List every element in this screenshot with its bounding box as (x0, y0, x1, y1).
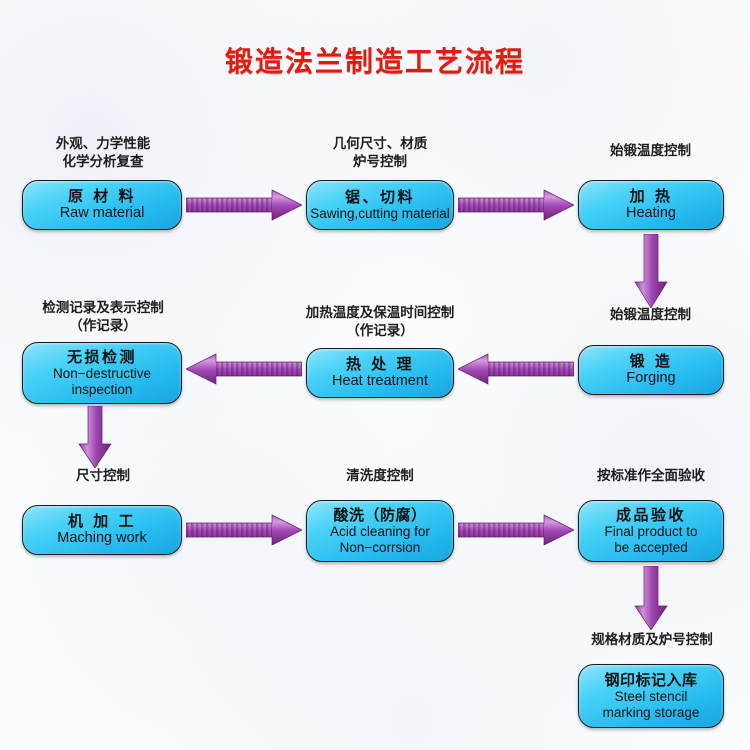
node-label-cn-raw-material: 原 材 料 (68, 187, 136, 206)
node-maching-work[interactable]: 机 加 工 Maching work (22, 505, 182, 555)
node-label-en-steel-stencil: Steel stencil marking storage (602, 688, 700, 721)
node-heat-treatment[interactable]: 热 处 理 Heat treatment (306, 348, 454, 398)
caption-sawing-cutting: 几何尺寸、材质 炉号控制 (332, 136, 428, 170)
caption-heating: 始锻温度控制 (610, 143, 691, 159)
node-label-en-maching-work: Maching work (57, 530, 147, 547)
node-label-cn-steel-stencil: 钢印标记入库 (604, 670, 698, 689)
node-label-cn-acid-cleaning: 酸洗（防腐） (333, 505, 427, 524)
node-label-cn-heat-treatment: 热 处 理 (346, 355, 414, 374)
arrow-non-destructive-inspection-to-maching-work (77, 406, 113, 468)
node-label-en-acid-cleaning: Acid cleaning for Non−corrsion (330, 523, 430, 556)
caption-acid-cleaning: 清洗度控制 (346, 468, 414, 484)
arrow-heating-to-forging (633, 234, 669, 308)
node-label-en-heat-treatment: Heat treatment (332, 373, 428, 390)
node-non-destructive-inspection[interactable]: 无损检测 Non−destructive inspection (22, 342, 182, 404)
caption-heat-treatment: 加热温度及保温时间控制 （作记录） (305, 305, 455, 339)
caption-forging: 始锻温度控制 (610, 307, 691, 323)
node-final-product[interactable]: 成品验收 Final product to be accepted (578, 500, 724, 562)
caption-final-product: 按标准作全面验收 (597, 468, 705, 484)
node-label-cn-final-product: 成品验收 (615, 505, 686, 524)
node-label-cn-sawing-cutting: 锯、切料 (344, 187, 415, 206)
arrow-heat-treatment-to-non-destructive-inspection (186, 352, 302, 386)
node-forging[interactable]: 锻 造 Forging (578, 345, 724, 395)
node-label-cn-forging: 锻 造 (629, 352, 673, 371)
node-label-en-final-product: Final product to be accepted (604, 523, 698, 556)
arrow-forging-to-heat-treatment (458, 352, 574, 386)
node-label-en-heating: Heating (626, 205, 676, 222)
caption-raw-material: 外观、力学性能 化学分析复查 (55, 136, 151, 170)
node-label-en-sawing-cutting: Sawing,cutting material (310, 206, 450, 222)
node-label-en-forging: Forging (626, 370, 676, 387)
diagram-title: 锻造法兰制造工艺流程 (224, 45, 525, 78)
node-label-en-non-destructive-inspection: Non−destructive inspection (53, 365, 151, 398)
arrow-acid-cleaning-to-final-product (458, 513, 574, 547)
node-label-cn-non-destructive-inspection: 无损检测 (66, 347, 137, 366)
node-sawing-cutting[interactable]: 锯、切料 Sawing,cutting material (306, 180, 454, 230)
arrow-raw-material-to-sawing-cutting (186, 188, 302, 222)
caption-steel-stencil: 规格材质及炉号控制 (591, 632, 713, 648)
arrow-final-product-to-steel-stencil (633, 566, 669, 630)
node-heating[interactable]: 加 热 Heating (578, 180, 724, 230)
node-label-cn-heating: 加 热 (629, 187, 673, 206)
caption-maching-work: 尺寸控制 (76, 468, 130, 484)
node-raw-material[interactable]: 原 材 料 Raw material (22, 180, 182, 230)
node-label-en-raw-material: Raw material (59, 205, 145, 222)
node-acid-cleaning[interactable]: 酸洗（防腐） Acid cleaning for Non−corrsion (306, 500, 454, 562)
caption-non-destructive-inspection: 检测记录及表示控制 （作记录） (42, 300, 164, 334)
node-steel-stencil[interactable]: 钢印标记入库 Steel stencil marking storage (578, 664, 724, 728)
arrow-maching-work-to-acid-cleaning (186, 513, 302, 547)
arrow-sawing-cutting-to-heating (458, 188, 574, 222)
node-label-cn-maching-work: 机 加 工 (68, 512, 136, 531)
